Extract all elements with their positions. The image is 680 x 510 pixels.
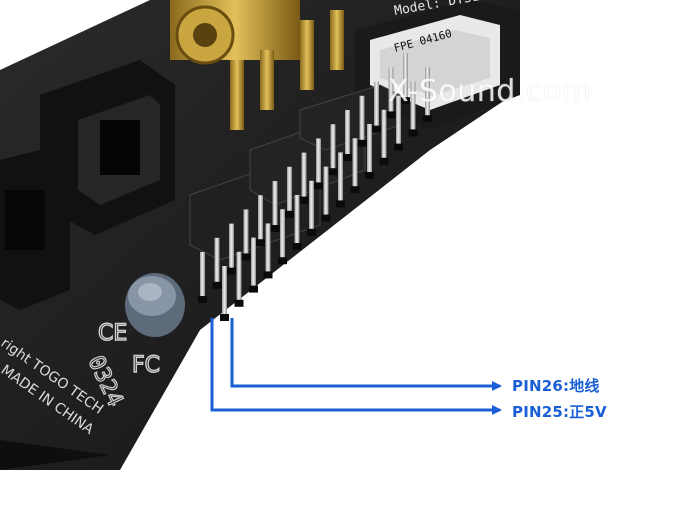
ce-mark: CE: [98, 321, 127, 346]
pin-socket: [372, 125, 381, 133]
pin-socket: [249, 285, 258, 293]
header-pin: [403, 53, 408, 102]
pin-socket: [350, 186, 360, 194]
optical-connector-2: [0, 150, 70, 310]
header-pin: [338, 152, 343, 205]
pin-socket: [212, 281, 222, 289]
header-pin: [265, 223, 271, 276]
header-pin: [236, 251, 242, 304]
pin-header: [198, 53, 432, 321]
header-pin: [374, 81, 379, 130]
header-pin: [381, 109, 387, 162]
pin-socket: [292, 243, 302, 250]
header-pin: [222, 266, 227, 318]
header-pin: [272, 181, 278, 229]
header-pin: [229, 223, 234, 272]
pin-socket: [278, 257, 287, 265]
pin-socket: [270, 225, 280, 232]
header-pin: [200, 252, 205, 300]
pin-socket: [357, 139, 367, 147]
header-pin: [243, 209, 249, 258]
header-pin: [214, 237, 220, 286]
header-pin: [367, 124, 372, 176]
pin25-label: PIN25:正5V: [512, 403, 607, 421]
header-pin: [388, 67, 394, 116]
x-sound-logo-icon: [566, 20, 604, 62]
pin-socket: [198, 296, 207, 303]
pin26-label: PIN26:地线: [512, 377, 600, 395]
pin-socket: [328, 168, 338, 176]
pin-socket: [314, 182, 323, 190]
header-pin: [251, 237, 256, 290]
pin-socket: [379, 157, 389, 165]
pin-socket: [307, 228, 316, 236]
header-pin: [258, 195, 263, 244]
pin-socket: [263, 271, 273, 279]
capacitor: [125, 273, 185, 337]
header-pin: [280, 209, 285, 262]
pin-socket: [220, 314, 229, 321]
pin-socket: [408, 129, 418, 137]
header-pin: [301, 152, 307, 201]
pin25-arrow: [210, 318, 502, 415]
rca-jacks: [170, 0, 344, 130]
pin-socket: [285, 210, 294, 218]
pin26-arrow: [230, 318, 502, 391]
header-pin: [287, 166, 292, 215]
fc-mark: FC: [132, 353, 160, 378]
pin-socket: [227, 267, 236, 275]
header-pin: [345, 110, 350, 158]
header-pin: [410, 81, 416, 134]
header-pin: [425, 67, 430, 120]
pin-socket: [401, 97, 410, 105]
pin-socket: [321, 214, 331, 222]
pin-socket: [256, 239, 265, 247]
pin-socket: [299, 196, 309, 204]
header-pin: [294, 195, 300, 247]
pin-socket: [343, 154, 352, 161]
pin-socket: [386, 111, 396, 119]
header-pin: [330, 124, 336, 173]
header-pin: [323, 166, 329, 219]
header-pin: [309, 180, 314, 233]
pin-socket: [423, 115, 432, 123]
header-pin: [359, 95, 365, 144]
pin-socket: [394, 143, 403, 151]
header-pin: [352, 138, 358, 191]
header-pin: [396, 95, 401, 148]
pin-socket: [241, 253, 251, 261]
pin-socket: [336, 200, 345, 208]
header-pin: [316, 138, 321, 187]
pin-socket: [365, 172, 374, 179]
pin-socket: [234, 299, 244, 307]
pcb-edge: [0, 440, 110, 470]
optical-connector-1: [40, 60, 175, 235]
watermark-text: X-Sound.com: [388, 74, 592, 109]
